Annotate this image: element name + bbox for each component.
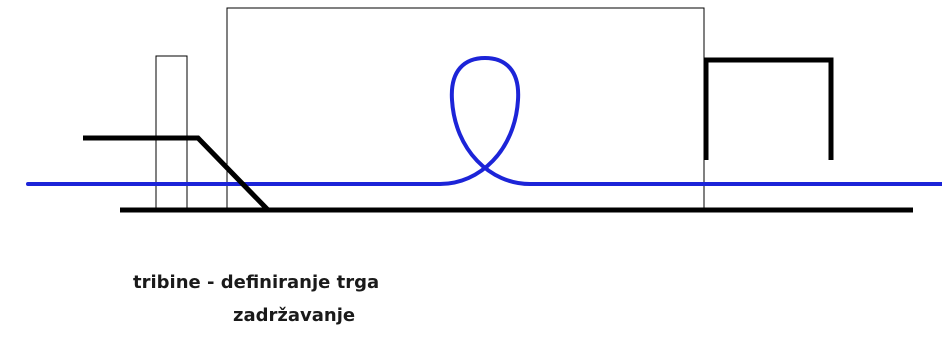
stands-line <box>83 135 270 212</box>
gate-frame <box>703 57 834 160</box>
blue-path-line <box>26 56 942 186</box>
caption-line-1: tribine - definiranje trga <box>133 272 380 293</box>
tower-outline <box>155 55 188 211</box>
caption-line-2: zadržavanje <box>233 305 356 326</box>
